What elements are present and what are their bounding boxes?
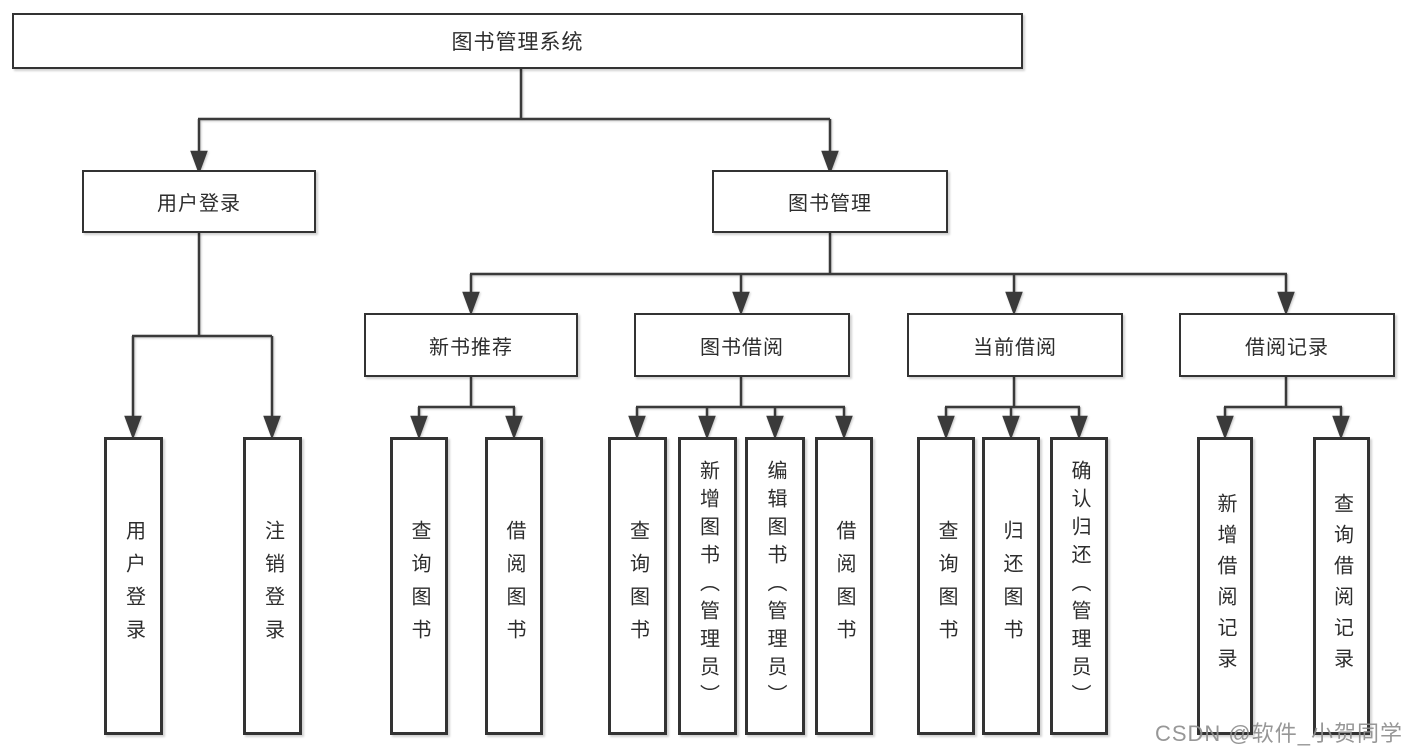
node-leaf-return-books-label: 归还图书 (1000, 520, 1022, 652)
arrowhead (462, 291, 480, 316)
arrowhead (937, 415, 955, 440)
connector-current-borrow-to-leaves (937, 377, 1088, 440)
node-leaf-borrow-books-2-label: 借阅图书 (833, 520, 855, 652)
arrowhead (505, 415, 523, 440)
connector-book-mgmt-to-level3 (462, 233, 1295, 316)
arrowhead (1002, 415, 1020, 440)
node-root-label: 图书管理系统 (451, 31, 584, 54)
node-leaf-add-books-label: 新增图书（管理员） (696, 460, 719, 712)
node-root: 图书管理系统 (12, 13, 1023, 69)
node-leaf-query-books-1: 查询图书 (390, 437, 448, 735)
node-leaf-query-books-3: 查询图书 (917, 437, 975, 735)
arrowhead (1277, 291, 1295, 316)
arrowhead (732, 291, 750, 316)
node-leaf-query-books-1-label: 查询图书 (408, 520, 430, 652)
node-book-borrow: 图书借阅 (634, 313, 850, 377)
connector-new-book-rec-to-leaves (410, 377, 523, 440)
arrowhead (190, 150, 208, 175)
arrowhead (263, 415, 281, 440)
node-leaf-query-borrow-record: 查询借阅记录 (1313, 437, 1370, 735)
connector-borrow-records-to-leaves (1216, 377, 1350, 440)
node-book-borrow-label: 图书借阅 (700, 336, 784, 359)
arrowhead (835, 415, 853, 440)
node-book-mgmt: 图书管理 (712, 170, 948, 233)
node-new-book-rec: 新书推荐 (364, 313, 578, 377)
node-leaf-borrow-books-2: 借阅图书 (815, 437, 873, 735)
node-current-borrow: 当前借阅 (907, 313, 1123, 377)
node-leaf-user-login: 用户登录 (104, 437, 163, 735)
node-user-login-label: 用户登录 (157, 193, 241, 215)
node-user-login: 用户登录 (82, 170, 316, 233)
node-leaf-add-borrow-record: 新增借阅记录 (1197, 437, 1253, 735)
node-leaf-borrow-books-1-label: 借阅图书 (503, 520, 525, 652)
arrowhead (1332, 415, 1350, 440)
node-leaf-edit-books: 编辑图书（管理员） (745, 437, 805, 735)
arrowhead (410, 415, 428, 440)
arrowhead (1005, 291, 1023, 316)
node-leaf-add-books: 新增图书（管理员） (678, 437, 737, 735)
node-leaf-query-books-3-label: 查询图书 (935, 520, 957, 652)
node-new-book-rec-label: 新书推荐 (429, 336, 513, 359)
node-leaf-return-books: 归还图书 (982, 437, 1040, 735)
node-leaf-confirm-return-label: 确认归还（管理员） (1068, 460, 1090, 712)
node-leaf-query-books-2: 查询图书 (608, 437, 667, 735)
arrowhead (821, 150, 839, 175)
node-leaf-confirm-return: 确认归还（管理员） (1050, 437, 1108, 735)
arrowhead (124, 415, 142, 440)
node-leaf-query-books-2-label: 查询图书 (626, 520, 649, 652)
node-borrow-records-label: 借阅记录 (1245, 336, 1329, 359)
arrowhead (628, 415, 646, 440)
node-leaf-logout-label: 注销登录 (261, 520, 284, 652)
arrowhead (766, 415, 784, 440)
node-borrow-records: 借阅记录 (1179, 313, 1395, 377)
connector-user-login-to-leaves (124, 233, 281, 440)
connector-book-borrow-to-leaves (628, 377, 853, 440)
node-leaf-edit-books-label: 编辑图书（管理员） (764, 460, 786, 712)
node-leaf-borrow-books-1: 借阅图书 (485, 437, 543, 735)
arrowhead (1070, 415, 1088, 440)
node-leaf-logout: 注销登录 (243, 437, 302, 735)
node-book-mgmt-label: 图书管理 (788, 193, 872, 215)
node-leaf-user-login-label: 用户登录 (122, 520, 145, 652)
node-current-borrow-label: 当前借阅 (973, 336, 1057, 359)
connector-root-to-level2 (190, 69, 839, 175)
arrowhead (698, 415, 716, 440)
watermark: CSDN @软件_小贺同学 (1154, 721, 1403, 746)
node-leaf-add-borrow-record-label: 新增借阅记录 (1214, 493, 1236, 679)
node-leaf-query-borrow-record-label: 查询借阅记录 (1330, 493, 1353, 679)
arrowhead (1216, 415, 1234, 440)
